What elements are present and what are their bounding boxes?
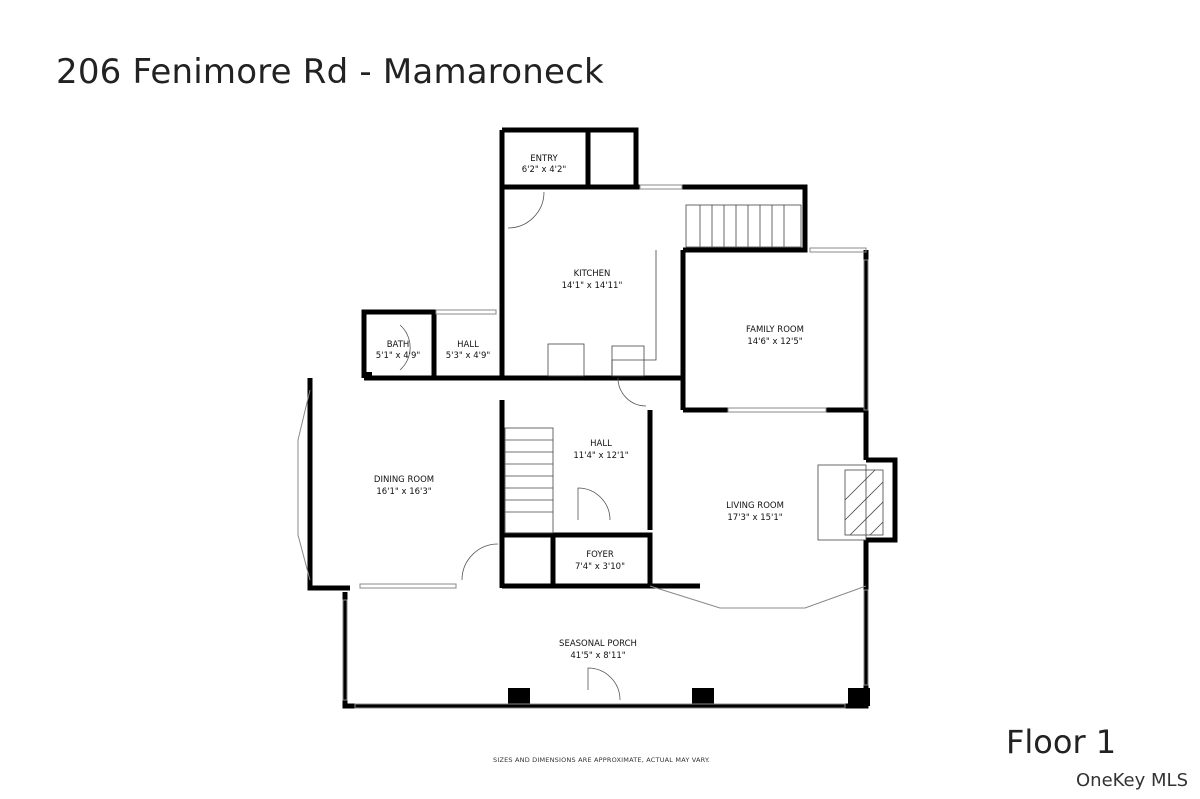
floor-label: Floor 1: [1006, 723, 1117, 761]
room-name: FAMILY ROOM: [746, 325, 804, 335]
room-name: ENTRY: [530, 154, 558, 164]
room-name: SEASONAL PORCH: [559, 639, 637, 649]
room-name: FOYER: [586, 550, 614, 560]
room-size: 5'3" x 4'9": [446, 351, 491, 361]
room-size: 5'1" x 4'9": [376, 351, 421, 361]
room-size: 6'2" x 4'2": [522, 165, 567, 175]
room-name: BATH: [387, 340, 410, 350]
room-size: 16'1" x 16'3": [376, 487, 431, 497]
room-name: LIVING ROOM: [726, 501, 784, 511]
room-size: 14'6" x 12'5": [747, 337, 802, 347]
room-name: DINING ROOM: [374, 475, 434, 485]
room-name: KITCHEN: [574, 269, 611, 279]
room-size: 7'4" x 3'10": [575, 562, 625, 572]
room-name: HALL: [590, 439, 612, 449]
room-size: 11'4" x 12'1": [573, 451, 628, 461]
room-size: 17'3" x 15'1": [727, 513, 782, 523]
room-name: HALL: [457, 340, 479, 350]
brand-watermark: OneKey MLS: [1076, 770, 1188, 791]
room-size: 41'5" x 8'11": [570, 651, 625, 661]
room-size: 14'1" x 14'11": [562, 281, 623, 291]
disclaimer: SIZES AND DIMENSIONS ARE APPROXIMATE, AC…: [493, 756, 711, 764]
page-title: 206 Fenimore Rd - Mamaroneck: [56, 52, 604, 92]
